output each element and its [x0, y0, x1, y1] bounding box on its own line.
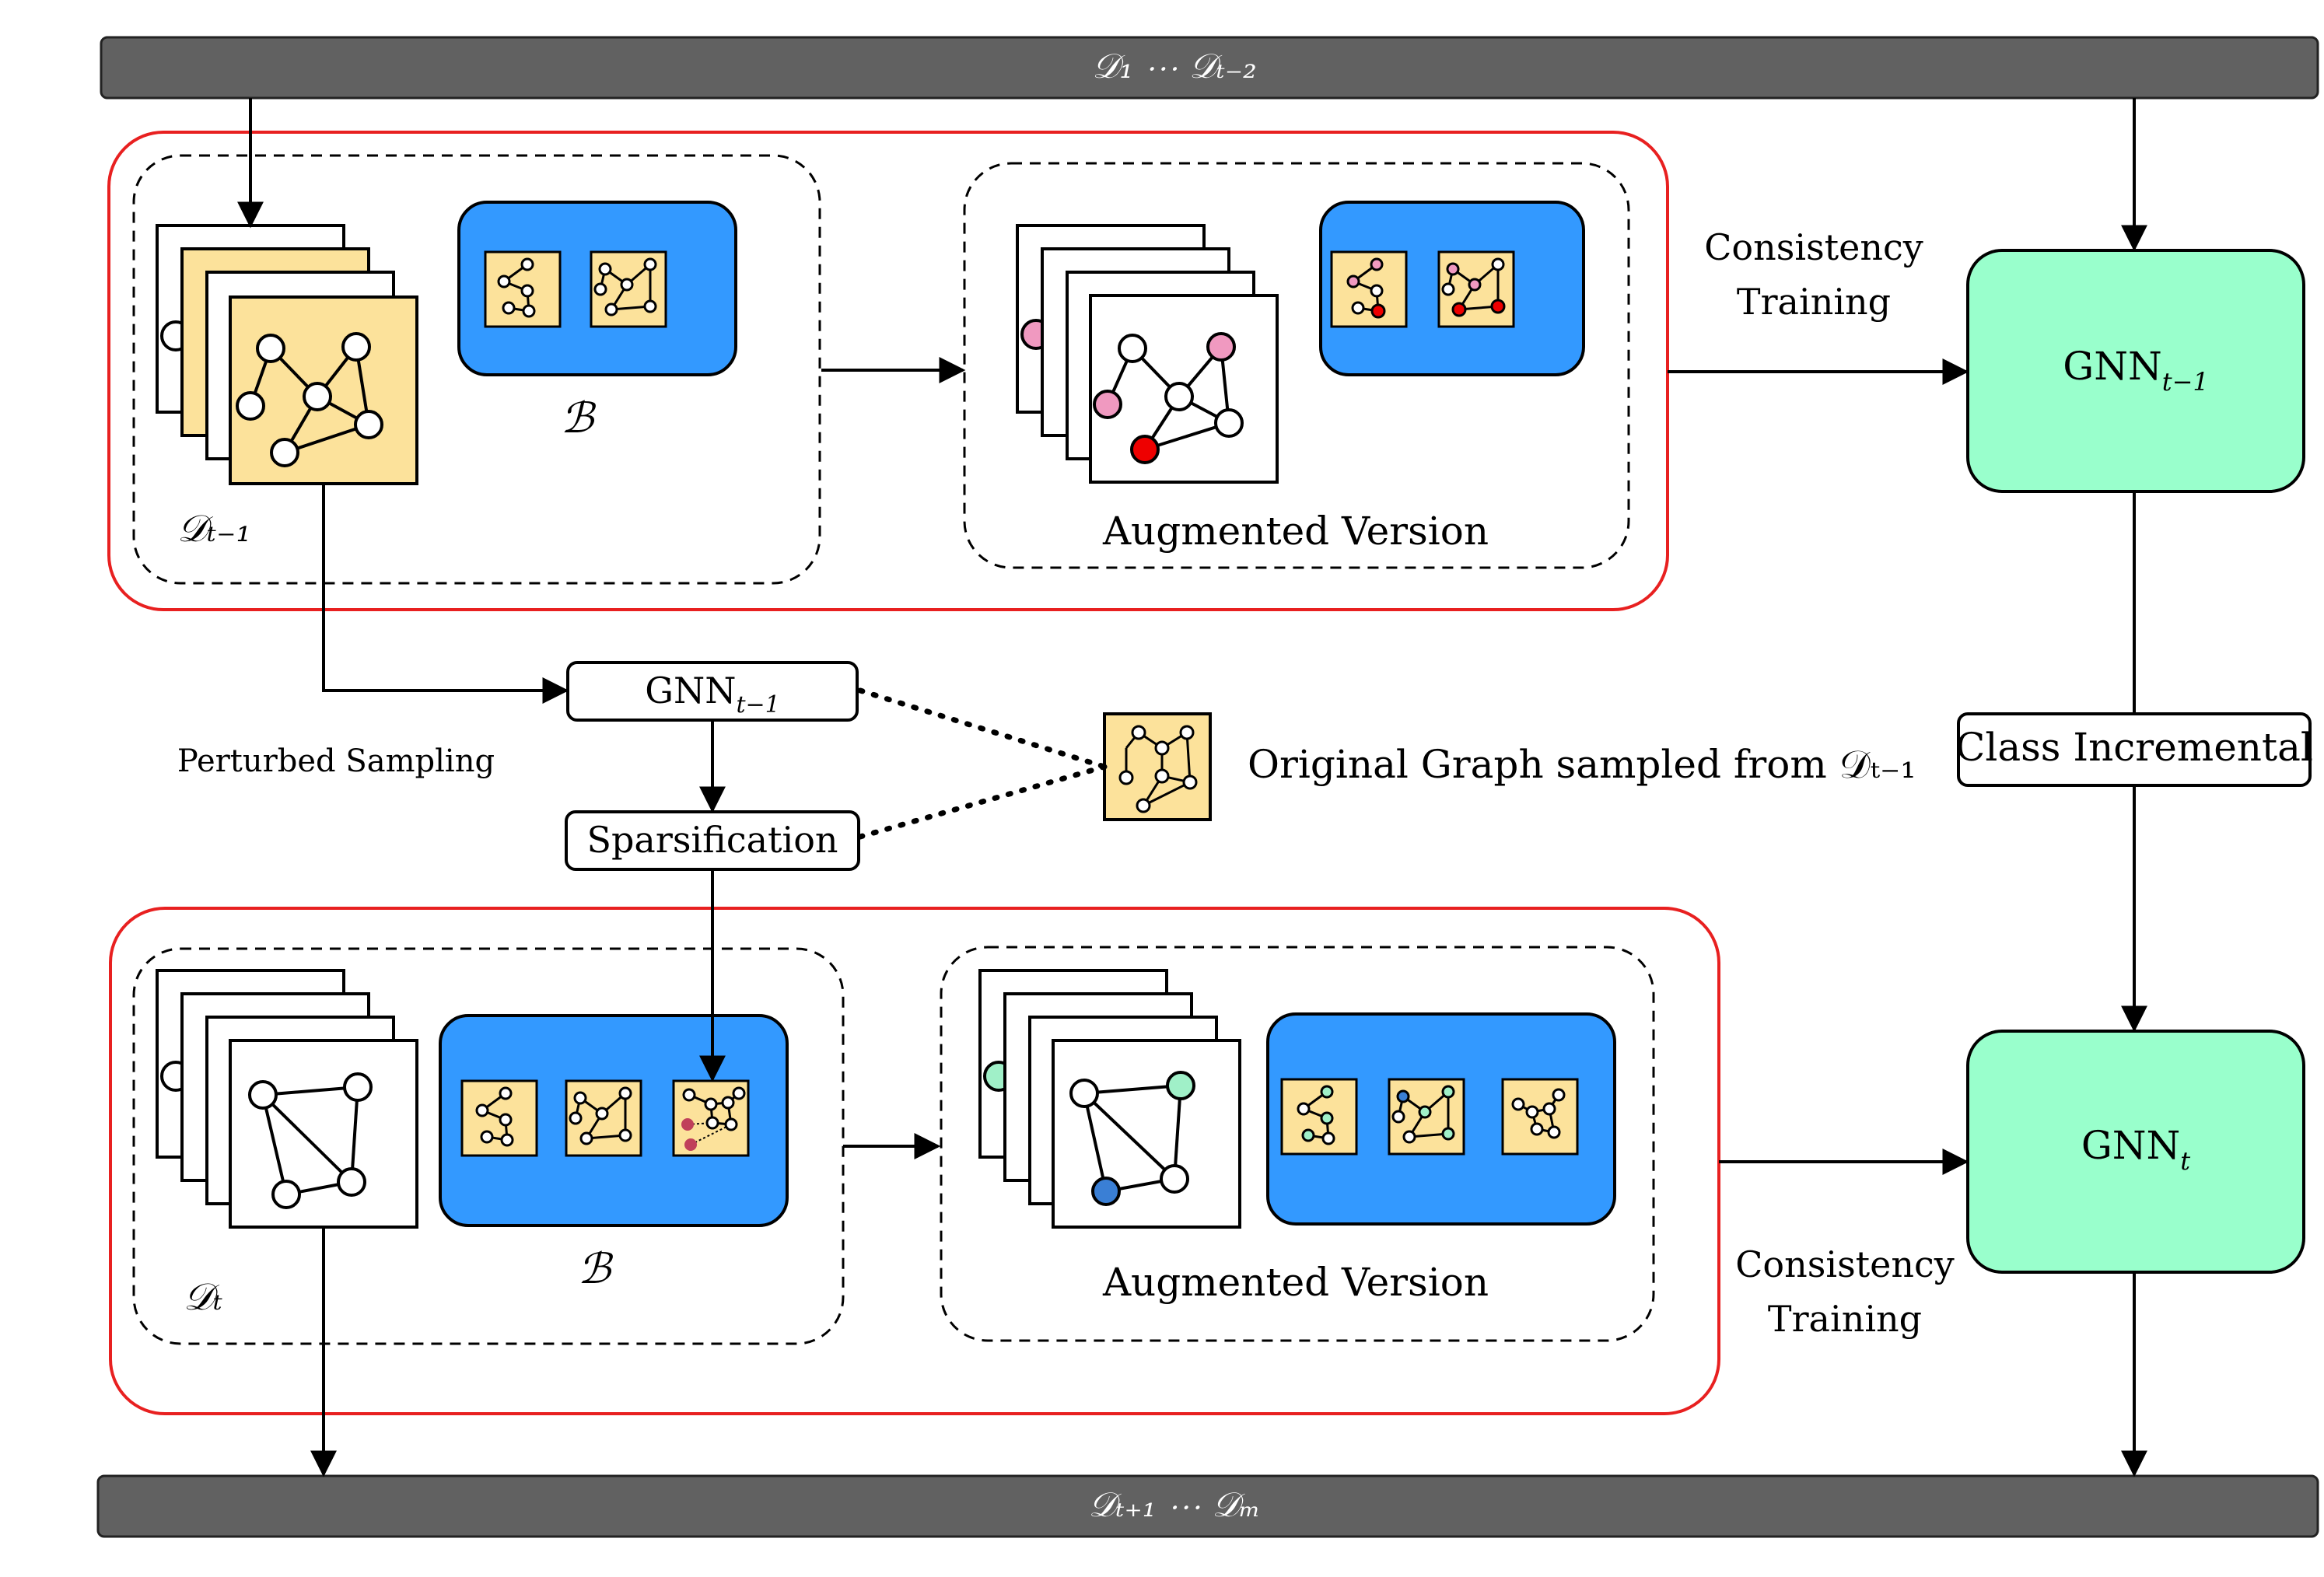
augmented-graph-main [1093, 332, 1244, 464]
previous-dataset-label: 𝒟ₜ₋₁ [177, 507, 251, 551]
current-dataset-label: 𝒟ₜ [184, 1275, 222, 1319]
top-bar-label: 𝒟₁ ⋯ 𝒟ₜ₋₂ [1092, 47, 1257, 86]
gnn-sampler-box: GNNt−1 [566, 661, 859, 722]
previous-graph-stack [156, 224, 418, 485]
bottom-bar-label: 𝒟ₜ₊₁ ⋯ 𝒟ₘ [1089, 1485, 1261, 1525]
current-buffer-graph-1 [460, 1079, 538, 1157]
previous-dataset-group [132, 154, 821, 585]
current-augmented-buffer-graph-1 [1280, 1078, 1358, 1156]
current-buffer-graph-2 [565, 1079, 642, 1157]
previous-augmented-group [963, 162, 1630, 569]
gnn-current-label: GNN [2081, 1123, 2180, 1168]
dotted-link-sparsification [857, 764, 1108, 840]
sparsification-box: Sparsification [565, 810, 860, 871]
current-buffer-sparsified-graph [672, 1079, 750, 1157]
current-augmented-graph-main [1069, 1071, 1195, 1206]
current-augmented-buffer [1266, 1012, 1616, 1226]
buffer-graph-2 [590, 250, 667, 328]
augmented-buffer-graph-2 [1437, 250, 1515, 328]
svg-text:GNNt: GNNt [2081, 1123, 2190, 1176]
previous-task-panel: 𝒟ₜ₋₁ [107, 131, 1669, 611]
top-dataset-bar: 𝒟₁ ⋯ 𝒟ₜ₋₂ [100, 36, 2319, 100]
current-augmented-buffer-graph-2 [1388, 1078, 1465, 1156]
current-memory-buffer [439, 1014, 789, 1227]
consistency-training-bottom-line1: Consistency [1735, 1243, 1955, 1285]
sparsification-label: Sparsification [586, 819, 838, 861]
flow-arrows [237, 98, 2147, 1477]
current-augmented-stack [978, 969, 1241, 1229]
dotted-link-sampler [857, 687, 1108, 770]
previous-augmented-buffer [1319, 201, 1585, 376]
bottom-dataset-bar: 𝒟ₜ₊₁ ⋯ 𝒟ₘ [96, 1474, 2319, 1538]
svg-text:GNNt−1: GNNt−1 [2063, 344, 2208, 397]
consistency-training-bottom-line2: Training [1768, 1298, 1922, 1340]
previous-augmented-label: Augmented Version [1102, 509, 1489, 554]
current-augmented-label: Augmented Version [1102, 1260, 1489, 1305]
current-buffer-label: ℬ [578, 1244, 614, 1293]
buffer-graph-1 [484, 250, 562, 328]
consistency-training-top-line2: Training [1737, 281, 1891, 323]
class-incremental-label: Class Incremental [1955, 725, 2313, 770]
previous-buffer-label: ℬ [561, 393, 597, 442]
current-graph-main [248, 1072, 373, 1209]
gnn-current-subscript: t [2180, 1146, 2190, 1176]
original-graph-label: Original Graph sampled from 𝒟ₜ₋₁ [1248, 742, 1916, 787]
current-task-panel: 𝒟ₜ [109, 907, 1720, 1415]
augmented-buffer-graph-1 [1330, 250, 1408, 328]
current-graph-stack [156, 969, 418, 1229]
previous-augmented-stack [1016, 224, 1279, 484]
previous-graph-main [236, 332, 383, 467]
original-graph-card [1103, 712, 1212, 821]
gnn-current-block: GNNt [1966, 1030, 2305, 1274]
current-augmented-buffer-graph-3 [1501, 1078, 1579, 1156]
gnn-previous-block: GNNt−1 [1966, 249, 2305, 493]
previous-memory-buffer [457, 201, 737, 376]
svg-text:GNNt−1: GNNt−1 [645, 670, 780, 719]
gnn-previous-subscript: t−1 [2162, 367, 2209, 397]
gnn-previous-label: GNN [2063, 344, 2161, 389]
perturbed-sampling-label: Perturbed Sampling [177, 743, 495, 779]
class-incremental-box: Class Incremental [1955, 712, 2313, 787]
consistency-training-top-line1: Consistency [1704, 226, 1923, 268]
gnn-sampler-subscript: t−1 [736, 691, 779, 719]
current-augmented-group [940, 946, 1655, 1342]
gnn-sampler-label: GNN [645, 670, 736, 712]
